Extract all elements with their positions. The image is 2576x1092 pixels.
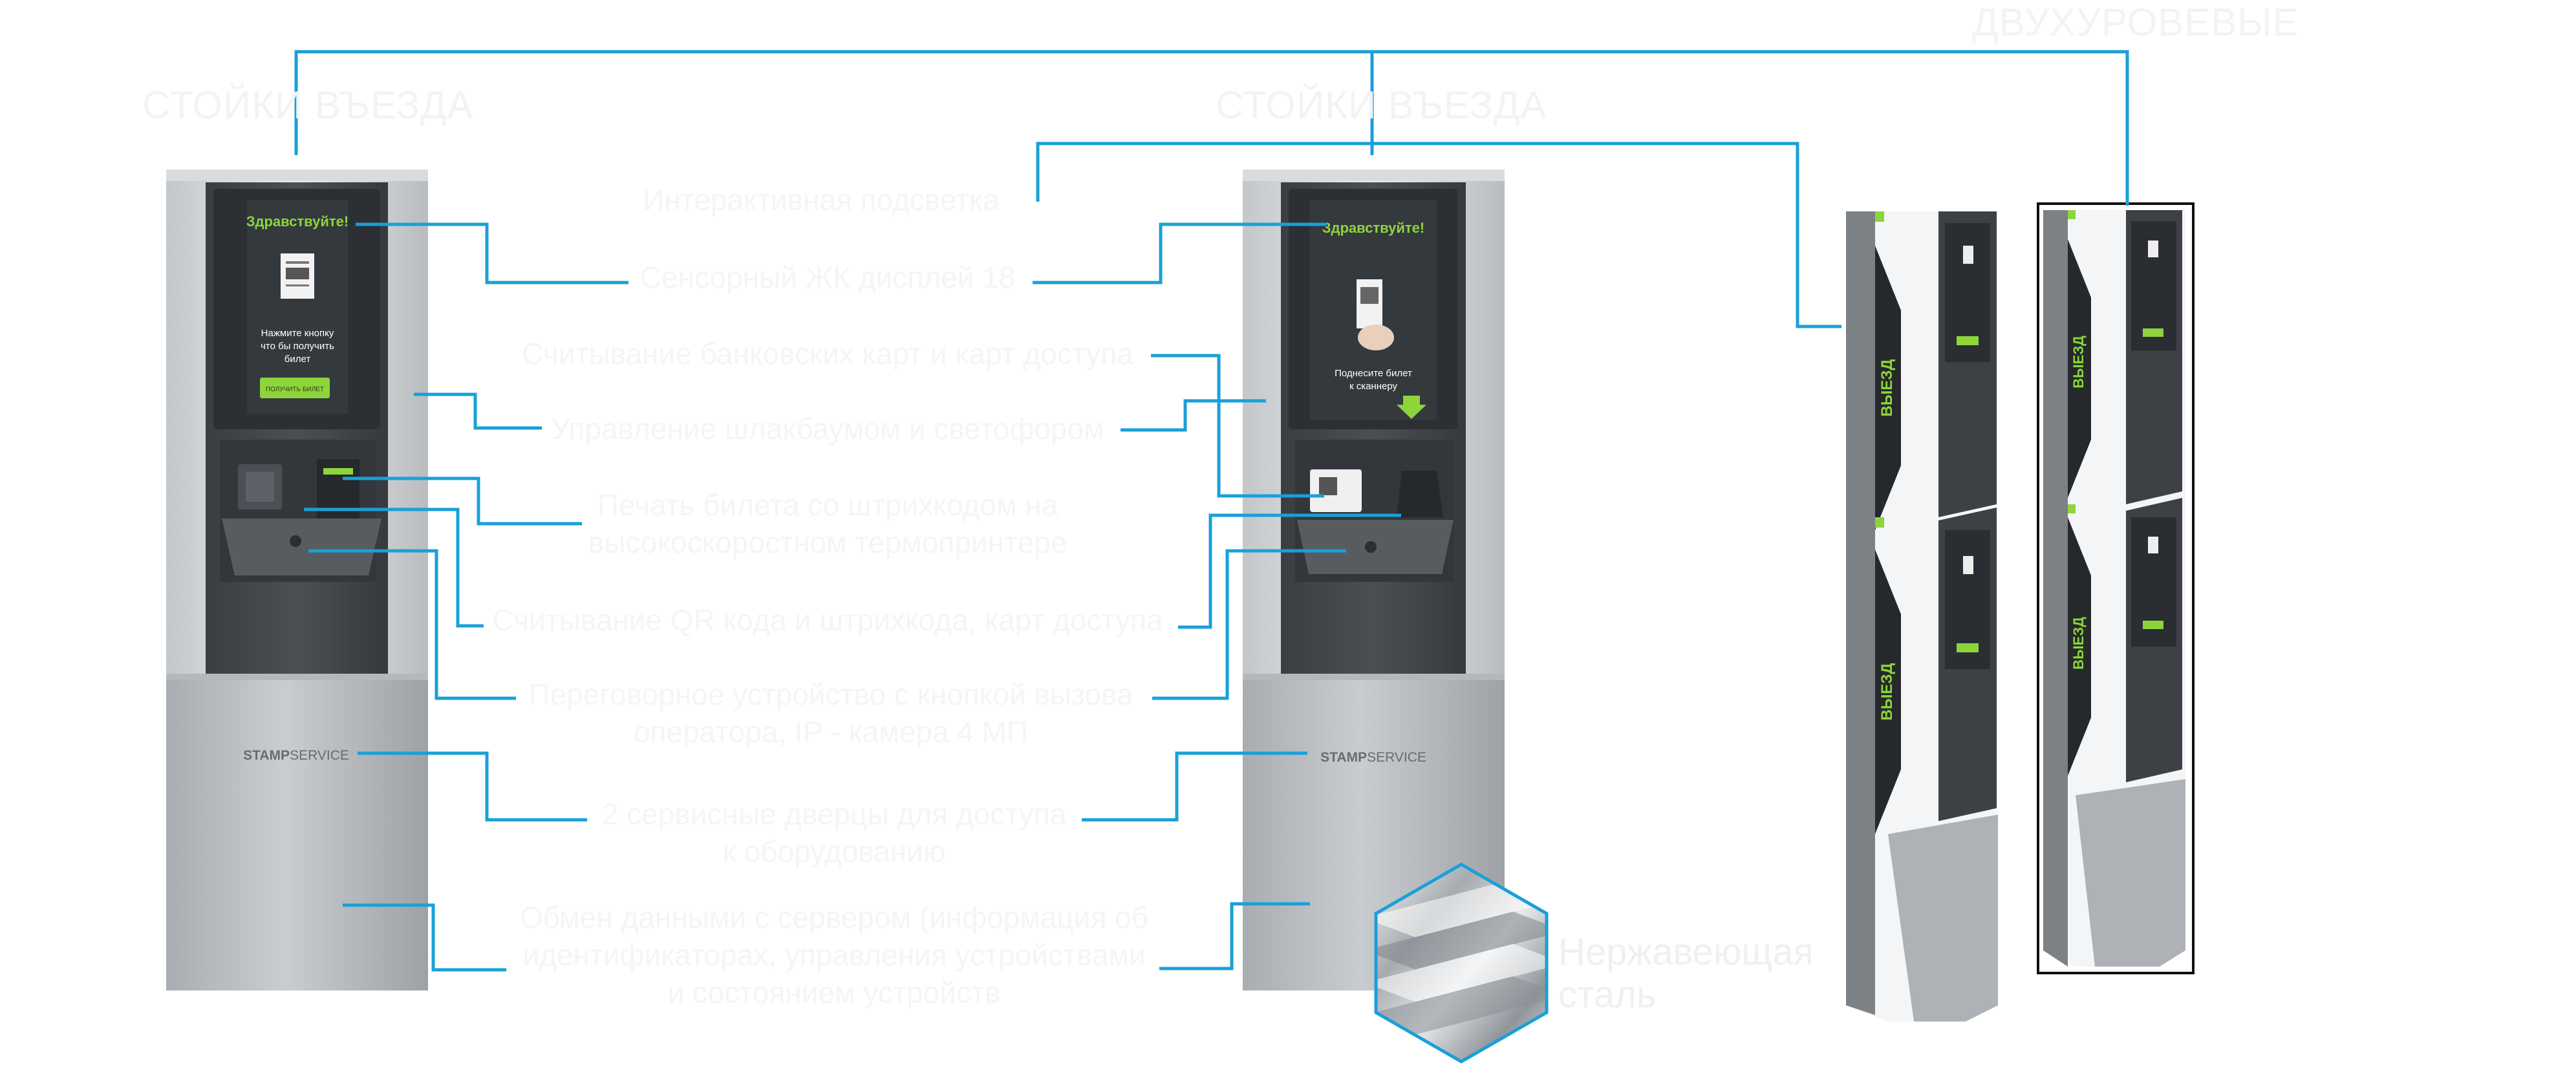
intercom-speaker-icon [290,535,301,547]
kiosk-mid-brand: STAMPSERVICE [1320,750,1426,765]
heading-entry-stands-left: СТОЙКИ ВЪЕЗДА [142,83,474,127]
feature-label-intercom: Переговорное устройство с кнопкой вызова… [528,678,1133,749]
kiosk-mid: Здравствуйте! Поднесите билет к сканнеру… [1243,169,1505,990]
feature-label-qr-reading: Считывание QR кода и штрихкода, карт дос… [492,603,1163,637]
heading-two-level: ДВУХУРОВЕВЫЕ [1972,1,2299,44]
stainless-steel-swatch [1374,862,1549,1064]
stainless-steel-label: Нержавеющая сталь [1558,931,1814,1016]
feature-label-service-doors: 2 сервисные дверцы для доступа к оборудо… [601,797,1067,868]
feature-label-bank-cards: Считывание банковских карт и карт доступ… [522,337,1133,370]
feature-label-server-exchange: Обмен данными с сервером (информация об … [519,901,1149,1009]
two-level-stand-2: ВЫЕЗД ВЫЕЗД [2037,202,2195,974]
heading-entry-stands-mid: СТОЙКИ ВЪЕЗДА [1216,83,1547,127]
exit-label-lower-1: ВЫЕЗД [1878,663,1896,721]
card-reader-icon [246,472,274,502]
arrow-down-icon [1397,396,1426,419]
kiosk-left-brand: STAMPSERVICE [243,748,349,763]
exit-label-lower-2: ВЫЕЗД [2070,617,2087,670]
kiosk-left-prompt-3: билет [284,354,311,365]
two-level-stand-1: ВЫЕЗД ВЫЕЗД [1846,211,1998,1022]
qr-scanner-icon [1319,477,1337,495]
kiosk-mid-prompt-2: к сканнеру [1349,381,1398,392]
feature-label-ticket-printing: Печать билета со штрихкодом на высокоско… [588,488,1068,559]
kiosk-left: Здравствуйте! Нажмите кнопку что бы полу… [166,169,428,990]
exit-label-upper-2: ВЫЕЗД [2070,336,2087,389]
kiosk-mid-prompt-1: Поднесите билет [1335,368,1412,379]
exit-label-upper-1: ВЫЕЗД [1878,359,1896,417]
kiosk-left-prompt-2: что бы получить [261,341,334,352]
get-ticket-button-label: ПОЛУЧИТЬ БИЛЕТ [266,386,324,393]
feature-label-interactive-lighting: Интерактивная подсветка [643,183,1000,217]
kiosk-left-greeting: Здравствуйте! [246,213,349,230]
feature-label-barrier-control: Управление шлакбаумом и светофором [551,412,1104,445]
kiosk-mid-greeting: Здравствуйте! [1322,220,1424,236]
leader-lines [294,50,2129,972]
kiosk-left-prompt-1: Нажмите кнопку [261,328,334,339]
feature-label-touch-display: Сенсорный ЖК дисплей 18 [639,261,1016,294]
